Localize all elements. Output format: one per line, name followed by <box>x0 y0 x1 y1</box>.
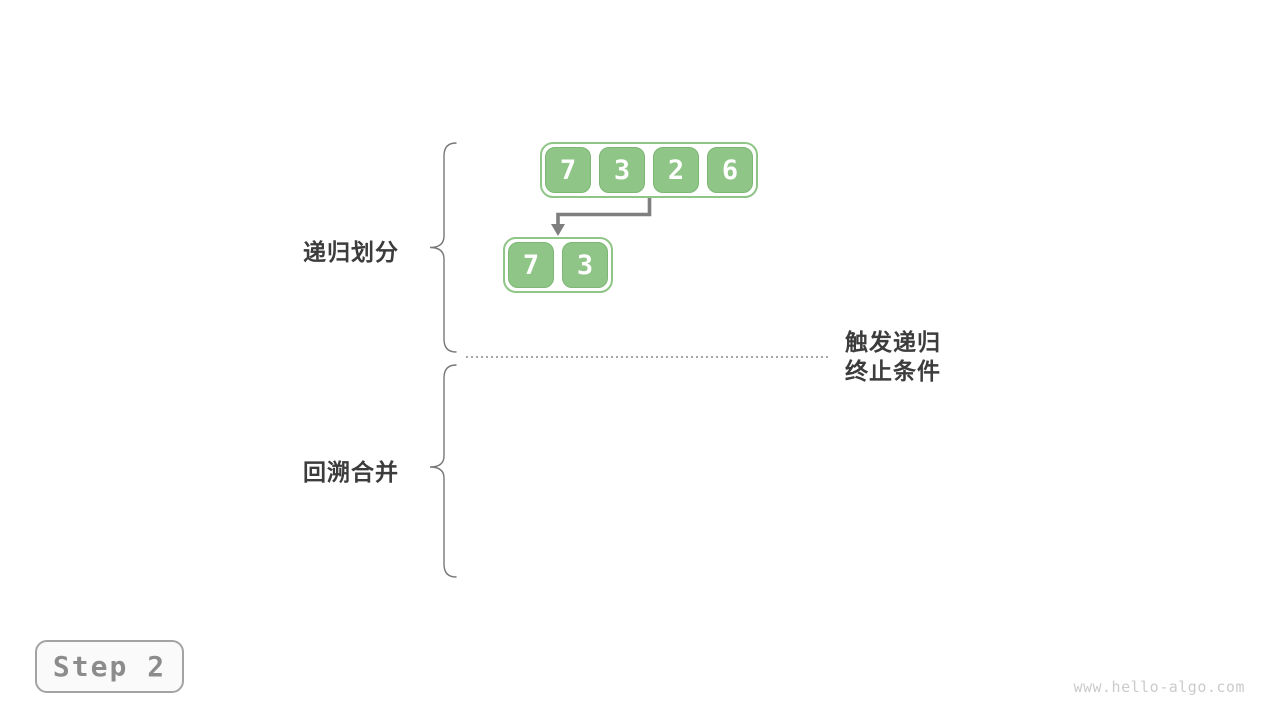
array-cell: 3 <box>562 242 608 288</box>
divide-phase-label: 递归划分 <box>303 240 399 266</box>
merge-brace-icon <box>429 364 457 578</box>
step-badge: Step 2 <box>35 640 184 693</box>
watermark: www.hello-algo.com <box>1073 678 1245 696</box>
array-cell: 6 <box>707 147 753 193</box>
divide-brace-icon <box>429 142 457 353</box>
split-arrow-head-icon <box>551 224 565 236</box>
termination-note-line1: 触发递归 <box>845 330 941 356</box>
termination-note: 触发递归 终止条件 <box>845 329 941 387</box>
termination-note-line2: 终止条件 <box>845 359 941 385</box>
array-cell: 3 <box>599 147 645 193</box>
array-cell: 7 <box>508 242 554 288</box>
array-cell: 2 <box>653 147 699 193</box>
split-arrow <box>556 198 652 226</box>
merge-phase-label: 回溯合并 <box>303 460 399 486</box>
step-badge-label: Step 2 <box>52 650 167 683</box>
array-cell: 7 <box>545 147 591 193</box>
